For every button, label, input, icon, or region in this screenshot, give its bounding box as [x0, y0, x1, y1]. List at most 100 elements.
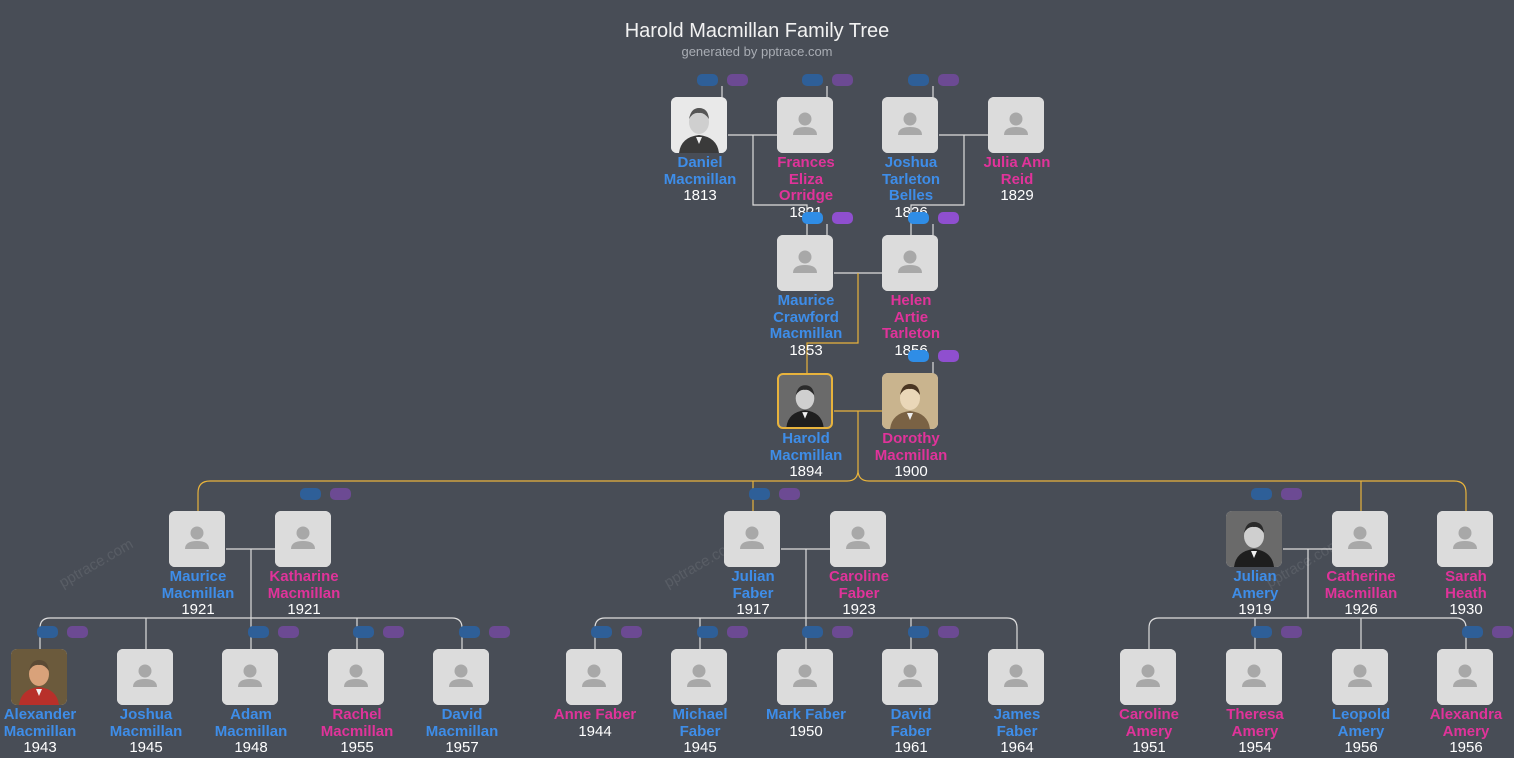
expand-mother-button[interactable]	[938, 350, 959, 362]
expand-father-button[interactable]	[459, 626, 480, 638]
person-photo[interactable]	[882, 373, 938, 429]
expand-mother-button[interactable]	[330, 488, 351, 500]
placeholder-avatar-icon[interactable]	[275, 511, 331, 567]
expand-father-button[interactable]	[802, 626, 823, 638]
expand-mother-button[interactable]	[938, 74, 959, 86]
person-name[interactable]: Mark Faber	[765, 706, 847, 723]
person-birth-year: 1956	[1344, 739, 1378, 756]
placeholder-avatar-icon[interactable]	[328, 649, 384, 705]
expand-mother-button[interactable]	[727, 74, 748, 86]
expand-mother-button[interactable]	[938, 626, 959, 638]
expand-mother-button[interactable]	[1492, 626, 1513, 638]
placeholder-avatar-icon[interactable]	[169, 511, 225, 567]
placeholder-avatar-icon[interactable]	[1120, 649, 1176, 705]
person-photo[interactable]	[1226, 511, 1282, 567]
expand-father-button[interactable]	[300, 488, 321, 500]
expand-father-button[interactable]	[908, 626, 929, 638]
expand-mother-button[interactable]	[67, 626, 88, 638]
expand-father-button[interactable]	[749, 488, 770, 500]
expand-father-button[interactable]	[1251, 488, 1272, 500]
expand-father-button[interactable]	[353, 626, 374, 638]
expand-father-button[interactable]	[908, 212, 929, 224]
expand-father-button[interactable]	[248, 626, 269, 638]
placeholder-avatar-icon[interactable]	[882, 649, 938, 705]
person-photo[interactable]	[671, 97, 727, 153]
expand-father-button[interactable]	[37, 626, 58, 638]
expand-mother-button[interactable]	[832, 212, 853, 224]
expand-father-button[interactable]	[908, 350, 929, 362]
placeholder-avatar-icon[interactable]	[1437, 649, 1493, 705]
expand-mother-button[interactable]	[1281, 626, 1302, 638]
placeholder-avatar-icon[interactable]	[433, 649, 489, 705]
expand-mother-button[interactable]	[727, 626, 748, 638]
expand-mother-button[interactable]	[938, 212, 959, 224]
expand-mother-button[interactable]	[1281, 488, 1302, 500]
placeholder-avatar-icon[interactable]	[222, 649, 278, 705]
placeholder-avatar-icon[interactable]	[777, 649, 833, 705]
expand-father-button[interactable]	[1462, 626, 1483, 638]
person-birth-year: 1894	[789, 463, 823, 480]
placeholder-avatar-icon[interactable]	[988, 97, 1044, 153]
expand-father-button[interactable]	[697, 626, 718, 638]
expand-mother-button[interactable]	[779, 488, 800, 500]
placeholder-avatar-icon[interactable]	[777, 235, 833, 291]
placeholder-avatar-icon[interactable]	[1332, 511, 1388, 567]
placeholder-avatar-icon[interactable]	[1332, 649, 1388, 705]
person-birth-year: 1900	[894, 463, 928, 480]
placeholder-avatar-icon[interactable]	[882, 97, 938, 153]
expand-mother-button[interactable]	[621, 626, 642, 638]
expand-father-button[interactable]	[591, 626, 612, 638]
placeholder-avatar-icon[interactable]	[830, 511, 886, 567]
expand-mother-button[interactable]	[832, 74, 853, 86]
expand-mother-button[interactable]	[383, 626, 404, 638]
placeholder-avatar-icon[interactable]	[724, 511, 780, 567]
expand-father-button[interactable]	[802, 212, 823, 224]
placeholder-avatar-icon[interactable]	[777, 97, 833, 153]
person-photo[interactable]	[777, 373, 833, 429]
placeholder-avatar-icon[interactable]	[988, 649, 1044, 705]
placeholder-avatar-icon[interactable]	[117, 649, 173, 705]
expand-father-button[interactable]	[697, 74, 718, 86]
expand-mother-button[interactable]	[489, 626, 510, 638]
placeholder-avatar-icon[interactable]	[1226, 649, 1282, 705]
placeholder-avatar-icon[interactable]	[671, 649, 727, 705]
expand-father-button[interactable]	[1251, 626, 1272, 638]
expand-mother-button[interactable]	[278, 626, 299, 638]
expand-father-button[interactable]	[908, 74, 929, 86]
person-photo[interactable]	[11, 649, 67, 705]
expand-mother-button[interactable]	[832, 626, 853, 638]
placeholder-avatar-icon[interactable]	[882, 235, 938, 291]
person-name[interactable]: Anne Faber	[553, 706, 637, 723]
placeholder-avatar-icon[interactable]	[566, 649, 622, 705]
expand-father-button[interactable]	[802, 74, 823, 86]
page-subtitle: generated by pptrace.com	[681, 44, 833, 59]
placeholder-avatar-icon[interactable]	[1437, 511, 1493, 567]
